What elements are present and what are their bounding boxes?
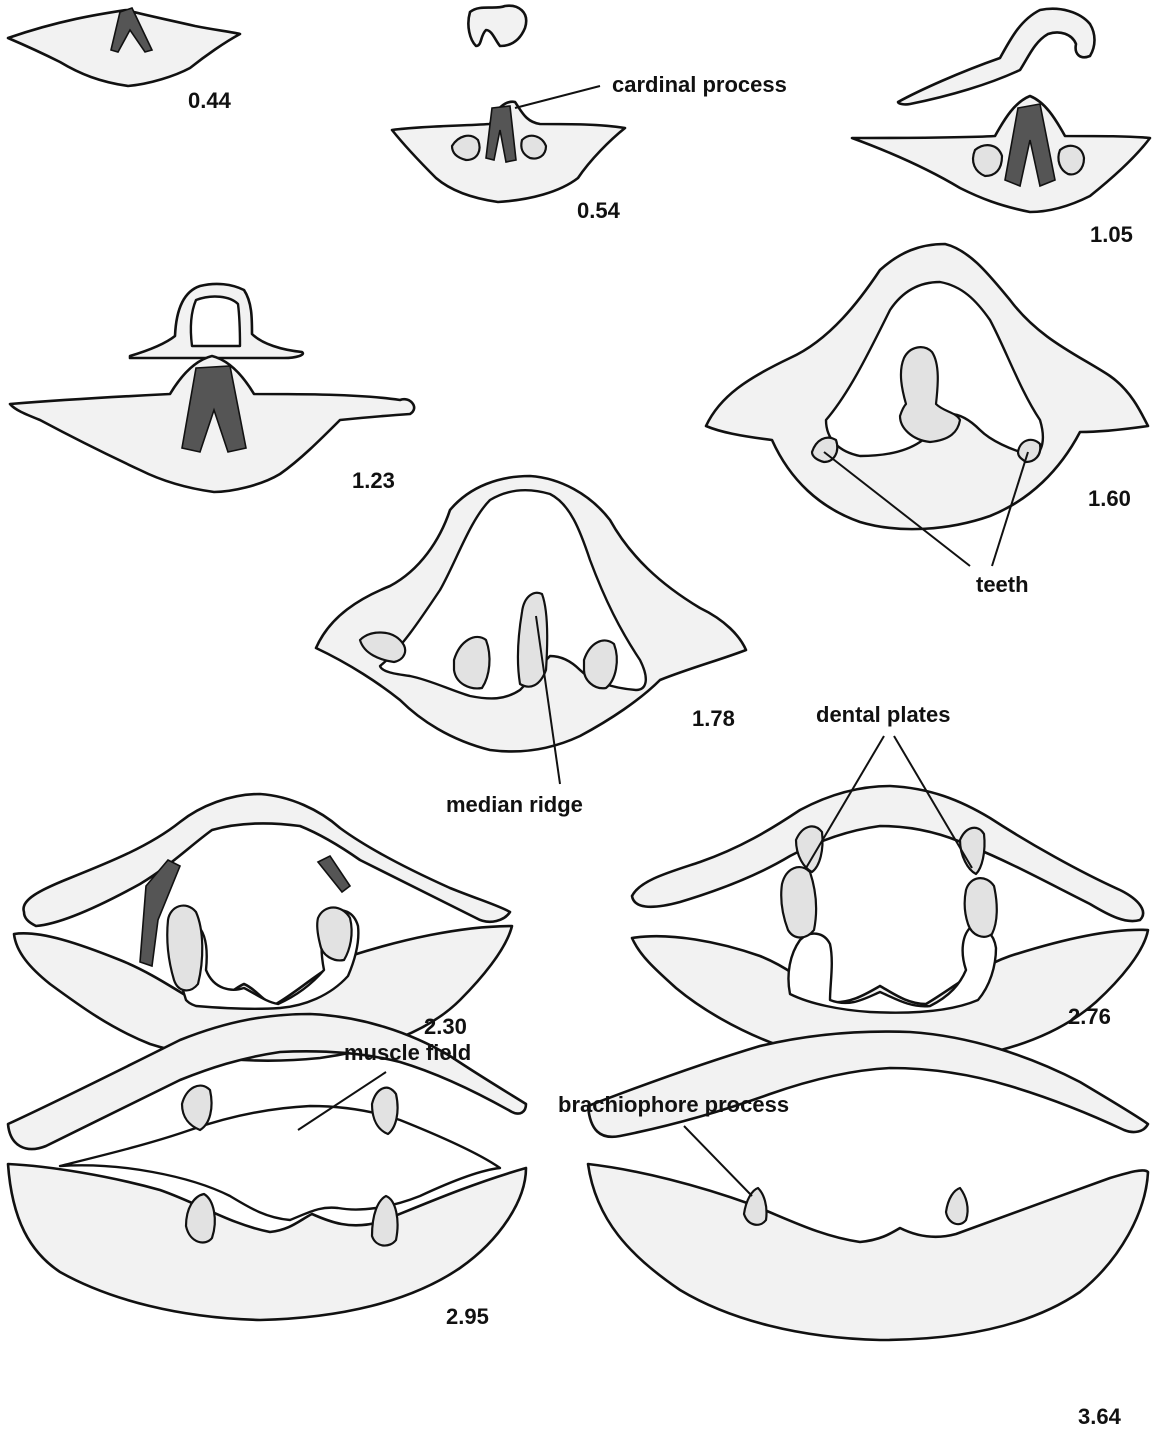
median-ridge-label: median ridge — [446, 792, 583, 817]
section-depth-label: 3.64 — [1078, 1404, 1122, 1429]
section-0-44: 0.44 — [8, 8, 240, 113]
muscle-field-label: muscle field — [344, 1040, 471, 1065]
section-depth-label: 2.95 — [446, 1304, 489, 1329]
section-1-60: teeth 1.60 — [706, 244, 1148, 597]
section-depth-label: 1.60 — [1088, 486, 1131, 511]
section-0-54: cardinal process 0.54 — [392, 6, 787, 223]
cardinal-process-leader — [515, 86, 600, 108]
section-1-23: 1.23 — [10, 284, 414, 493]
section-depth-label: 2.76 — [1068, 1004, 1111, 1029]
brachiophore-process-label: brachiophore process — [558, 1092, 789, 1117]
section-3-64: brachiophore process 3.64 — [558, 1032, 1148, 1429]
section-depth-label: 1.78 — [692, 706, 735, 731]
section-depth-label: 0.54 — [577, 198, 621, 223]
section-depth-label: 2.30 — [424, 1014, 467, 1039]
cardinal-process-label: cardinal process — [612, 72, 787, 97]
section-1-78: median ridge 1.78 — [316, 476, 746, 817]
section-2-76: dental plates 2.76 — [632, 702, 1148, 1061]
teeth-label: teeth — [976, 572, 1029, 597]
section-depth-label: 1.23 — [352, 468, 395, 493]
section-depth-label: 1.05 — [1090, 222, 1133, 247]
dental-plates-label: dental plates — [816, 702, 950, 727]
section-1-05: 1.05 — [852, 9, 1150, 247]
section-depth-label: 0.44 — [188, 88, 232, 113]
